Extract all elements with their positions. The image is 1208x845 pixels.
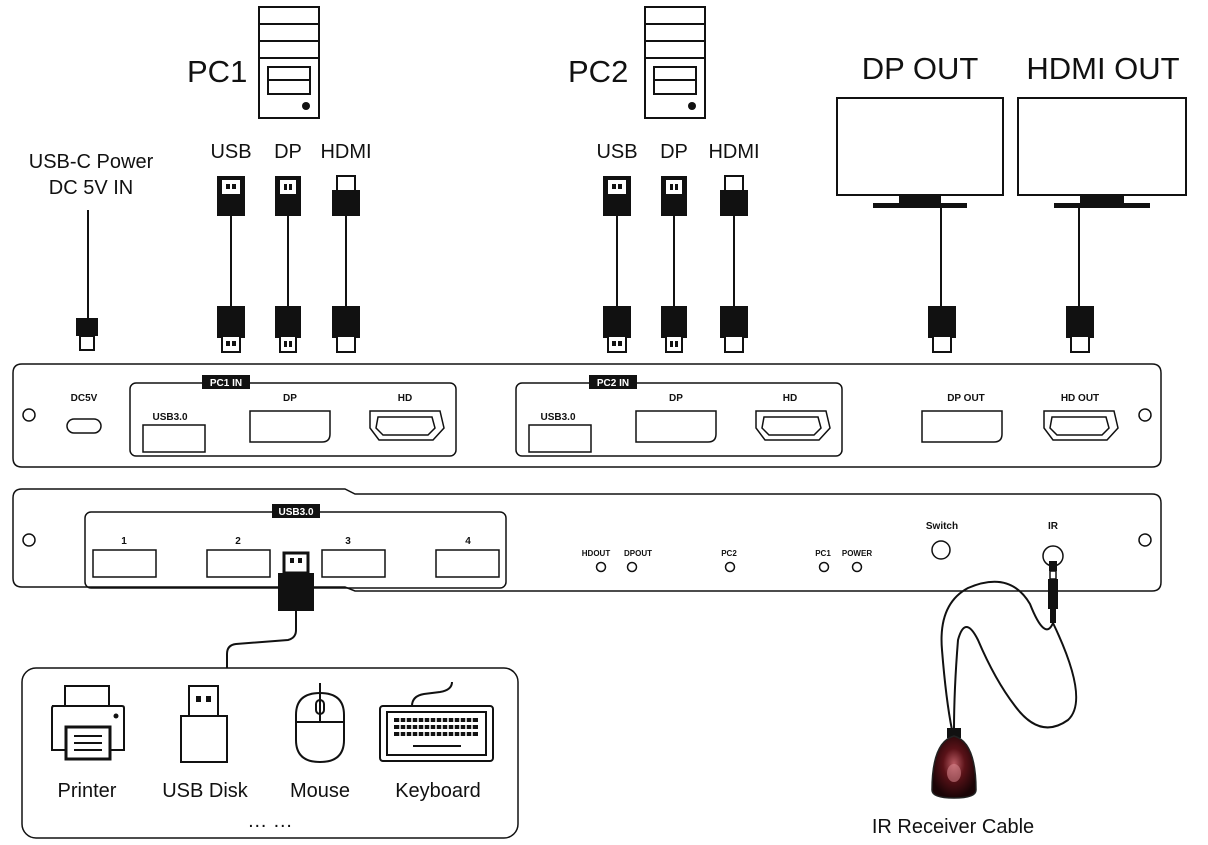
usb-disk-icon bbox=[180, 685, 228, 763]
pc2-in-dp-label: DP bbox=[669, 393, 683, 404]
front-usb-port-2 bbox=[206, 549, 271, 578]
peripheral-printer-label: Printer bbox=[58, 780, 117, 802]
keyboard-icon bbox=[379, 681, 494, 762]
led-hdout-icon bbox=[595, 561, 607, 573]
pc1-hdmi-label: HDMI bbox=[320, 141, 371, 163]
pc1-in-hd-label: HD bbox=[398, 393, 412, 404]
pc2-in-usb-port bbox=[528, 424, 592, 453]
ir-label: IR bbox=[1048, 521, 1059, 532]
pc1-group: PC1 bbox=[187, 6, 320, 119]
rear-dp-out-label: DP OUT bbox=[947, 393, 985, 404]
pc2-in-hd-label: HD bbox=[783, 393, 797, 404]
pc2-group: PC2 bbox=[568, 6, 706, 119]
pc2-in-dp-port bbox=[635, 410, 717, 443]
pc2-in-usb-label: USB3.0 bbox=[540, 412, 575, 423]
pc1-in-usb-label: USB3.0 bbox=[152, 412, 187, 423]
pc1-dp-cable-icon bbox=[275, 176, 301, 353]
pc2-label: PC2 bbox=[568, 54, 628, 89]
pc1-in-dp-port bbox=[249, 410, 331, 443]
ir-receiver-cable-icon bbox=[931, 561, 1078, 799]
front-usb-port-4 bbox=[435, 549, 500, 578]
usb-c-power-cable-icon bbox=[76, 210, 98, 351]
switch-button[interactable] bbox=[931, 540, 951, 560]
pc2-hdmi-label: HDMI bbox=[708, 141, 759, 163]
mouse-icon bbox=[295, 683, 345, 764]
rear-panel: DC5V PC1 IN USB3.0 DP HD PC2 IN USB3.0 D… bbox=[12, 363, 1162, 468]
pc1-in-hd-port bbox=[369, 410, 445, 441]
power-label-line1: USB-C Power bbox=[29, 151, 154, 173]
hdmi-out-label: HDMI OUT bbox=[1026, 51, 1179, 86]
peripherals-more-label: … … bbox=[247, 810, 293, 832]
led-pc2-icon bbox=[724, 561, 736, 573]
rear-hd-out-port bbox=[1043, 410, 1119, 441]
pc2-tower-icon bbox=[644, 6, 706, 119]
power-label-line2: DC 5V IN bbox=[49, 177, 133, 199]
pc1-in-tag-label: PC1 IN bbox=[210, 378, 242, 389]
front-usb-tag-label: USB3.0 bbox=[278, 507, 313, 518]
front-screw-right-icon bbox=[1138, 533, 1152, 547]
pc1-usb-label: USB bbox=[210, 141, 251, 163]
front-panel: USB3.0 1 2 3 4 HDOUT DPOUT PC2 PC1 POWER… bbox=[12, 488, 1162, 592]
pc2-in-tag bbox=[589, 375, 637, 389]
front-usb-port-4-label: 4 bbox=[465, 536, 471, 547]
led-pc1-label: PC1 bbox=[815, 549, 831, 558]
peripheral-mouse-label: Mouse bbox=[290, 780, 350, 802]
pc1-in-group-box bbox=[129, 382, 457, 457]
pc1-in-usb-port bbox=[142, 424, 206, 453]
front-usb-tag bbox=[272, 504, 320, 518]
front-usb-port-1 bbox=[92, 549, 157, 578]
led-hdout-label: HDOUT bbox=[582, 549, 611, 558]
pc2-dp-label: DP bbox=[660, 141, 688, 163]
dc5v-port bbox=[66, 418, 102, 434]
front-screw-left-icon bbox=[22, 533, 36, 547]
pc2-hdmi-cable-icon bbox=[720, 175, 748, 353]
rear-hd-out-label: HD OUT bbox=[1061, 393, 1099, 404]
front-usb-plug-icon bbox=[226, 551, 314, 668]
hdmi-monitor-icon bbox=[1017, 97, 1187, 353]
pc1-in-dp-label: DP bbox=[283, 393, 297, 404]
printer-icon bbox=[51, 685, 125, 761]
pc2-usb-cable-icon bbox=[603, 176, 631, 353]
dc5v-label: DC5V bbox=[71, 393, 98, 404]
dp-monitor-icon bbox=[836, 97, 1004, 353]
front-usb-port-3 bbox=[321, 549, 386, 578]
front-usb-port-2-label: 2 bbox=[235, 536, 241, 547]
power-group: USB-C Power DC 5V IN bbox=[29, 151, 154, 351]
pc2-dp-cable-icon bbox=[661, 176, 687, 353]
led-power-icon bbox=[851, 561, 863, 573]
switch-label: Switch bbox=[926, 521, 958, 532]
peripheral-keyboard-label: Keyboard bbox=[395, 780, 481, 802]
ir-receiver-label: IR Receiver Cable bbox=[872, 816, 1034, 838]
peripherals-panel: Printer USB Disk Mouse bbox=[21, 667, 519, 839]
pc2-in-group-box bbox=[515, 382, 843, 457]
front-usb-port-3-label: 3 bbox=[345, 536, 351, 547]
peripheral-usb-disk-label: USB Disk bbox=[162, 780, 249, 802]
led-power-label: POWER bbox=[842, 549, 872, 558]
rear-screw-left-icon bbox=[22, 408, 36, 422]
rear-dp-out-port bbox=[921, 410, 1003, 443]
rear-screw-right-icon bbox=[1138, 408, 1152, 422]
front-usb-port-1-label: 1 bbox=[121, 536, 127, 547]
led-pc1-icon bbox=[818, 561, 830, 573]
pc2-usb-label: USB bbox=[596, 141, 637, 163]
pc1-in-tag bbox=[202, 375, 250, 389]
pc1-dp-label: DP bbox=[274, 141, 302, 163]
pc2-in-hd-port bbox=[755, 410, 831, 441]
pc1-tower-icon bbox=[258, 6, 320, 119]
led-dpout-icon bbox=[626, 561, 638, 573]
led-pc2-label: PC2 bbox=[721, 549, 737, 558]
pc2-in-tag-label: PC2 IN bbox=[597, 378, 629, 389]
led-dpout-label: DPOUT bbox=[624, 549, 652, 558]
pc1-label: PC1 bbox=[187, 54, 247, 89]
dp-out-label: DP OUT bbox=[862, 51, 979, 86]
pc1-hdmi-cable-icon bbox=[332, 175, 360, 353]
pc1-usb-cable-icon bbox=[217, 176, 245, 353]
